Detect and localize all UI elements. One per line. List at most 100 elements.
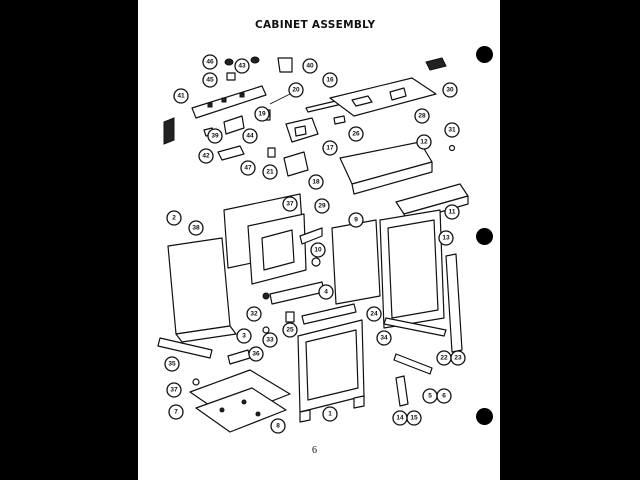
svg-text:28: 28 — [418, 113, 426, 120]
bracket-part-40 — [277, 57, 293, 73]
svg-text:11: 11 — [449, 209, 456, 216]
burner-box-12 — [339, 141, 433, 195]
callout-11: 11 — [444, 204, 460, 220]
svg-text:47: 47 — [244, 165, 252, 172]
rail-5-6 — [393, 353, 433, 375]
callout-2-left: 2 — [166, 210, 182, 226]
svg-text:36: 36 — [252, 351, 260, 358]
binder-hole-middle — [476, 228, 493, 245]
front-frame-1 — [297, 319, 365, 423]
vent-30 — [425, 57, 447, 71]
knob-part — [224, 56, 260, 81]
svg-text:21: 21 — [266, 169, 274, 176]
svg-text:43: 43 — [238, 63, 246, 70]
callout-25: 25 — [282, 322, 298, 338]
svg-text:24: 24 — [370, 311, 378, 318]
callout-32: 32 — [246, 306, 262, 322]
callout-37: 37 — [282, 196, 298, 212]
valve-assembly-17 — [285, 117, 319, 143]
svg-text:5: 5 — [428, 393, 432, 400]
screw-37b — [192, 378, 200, 386]
svg-text:3: 3 — [242, 333, 246, 340]
callout-23: 23 — [450, 350, 466, 366]
part-10 — [311, 257, 321, 267]
control-panel-part — [191, 85, 267, 119]
svg-text:30: 30 — [446, 87, 454, 94]
box-18 — [283, 151, 309, 177]
callout-12: 12 — [416, 134, 432, 150]
callout-45: 45 — [202, 72, 218, 88]
screw-31 — [448, 144, 456, 152]
strip-29 — [299, 227, 323, 245]
svg-text:8: 8 — [276, 423, 280, 430]
bracket-4 — [269, 281, 325, 305]
svg-text:45: 45 — [206, 77, 214, 84]
svg-text:10: 10 — [314, 247, 322, 254]
svg-text:6: 6 — [442, 393, 446, 400]
binder-hole-bottom — [476, 408, 493, 425]
callout-28: 28 — [414, 108, 430, 124]
small-parts-32-33 — [262, 292, 295, 334]
svg-text:39: 39 — [211, 133, 219, 140]
svg-text:44: 44 — [246, 133, 254, 140]
callout-1: 1 — [322, 406, 338, 422]
callout-5: 5 — [422, 388, 438, 404]
callout-3: 3 — [236, 328, 252, 344]
rail-34 — [383, 317, 447, 337]
strip-35 — [157, 337, 213, 359]
svg-text:22: 22 — [440, 355, 448, 362]
callout-8: 8 — [270, 418, 286, 434]
callout-29: 29 — [314, 198, 330, 214]
svg-text:9: 9 — [354, 217, 358, 224]
callout-15: 15 — [406, 410, 422, 426]
callout-40: 40 — [302, 58, 318, 74]
svg-text:4: 4 — [324, 289, 328, 296]
svg-text:31: 31 — [448, 127, 456, 134]
bracket-47 — [217, 145, 245, 161]
callout-36: 36 — [248, 346, 264, 362]
bracket-36 — [227, 349, 251, 365]
svg-text:29: 29 — [318, 203, 326, 210]
base-8 — [195, 387, 287, 433]
callout-10: 10 — [310, 242, 326, 258]
svg-text:40: 40 — [306, 63, 314, 70]
callout-6: 6 — [436, 388, 452, 404]
callout-16: 16 — [322, 72, 338, 88]
svg-text:38: 38 — [192, 225, 200, 232]
callout-14: 14 — [392, 410, 408, 426]
svg-text:16: 16 — [326, 77, 334, 84]
binder-hole-top — [476, 46, 493, 63]
callout-18: 18 — [308, 174, 324, 190]
svg-text:19: 19 — [258, 111, 266, 118]
back-panel-37 — [247, 213, 307, 285]
svg-text:7: 7 — [174, 409, 178, 416]
side-panel-9 — [331, 219, 381, 305]
side-bracket-41 — [163, 117, 175, 145]
svg-text:37: 37 — [286, 201, 294, 208]
callout-33: 33 — [262, 332, 278, 348]
svg-text:18: 18 — [312, 179, 320, 186]
callout-47: 47 — [240, 160, 256, 176]
callout-4: 4 — [318, 284, 334, 300]
callout-26: 26 — [348, 126, 364, 142]
side-panel-2-left — [167, 237, 237, 343]
svg-text:46: 46 — [206, 59, 214, 66]
callout-34: 34 — [376, 330, 392, 346]
callout-22: 22 — [436, 350, 452, 366]
hardware-44 — [203, 115, 245, 137]
callout-20: 20 — [288, 82, 304, 98]
page-number: 6 — [312, 445, 317, 456]
svg-text:15: 15 — [410, 415, 418, 422]
svg-text:17: 17 — [326, 145, 334, 152]
trim-22-23 — [445, 253, 463, 353]
callout-35: 35 — [164, 356, 180, 372]
svg-text:20: 20 — [292, 87, 300, 94]
callout-42: 42 — [198, 148, 214, 164]
side-panel-2-right — [379, 209, 445, 329]
callout-39: 39 — [207, 128, 223, 144]
callout-41: 41 — [173, 88, 189, 104]
svg-text:12: 12 — [420, 139, 428, 146]
cooktop-28 — [329, 77, 437, 117]
